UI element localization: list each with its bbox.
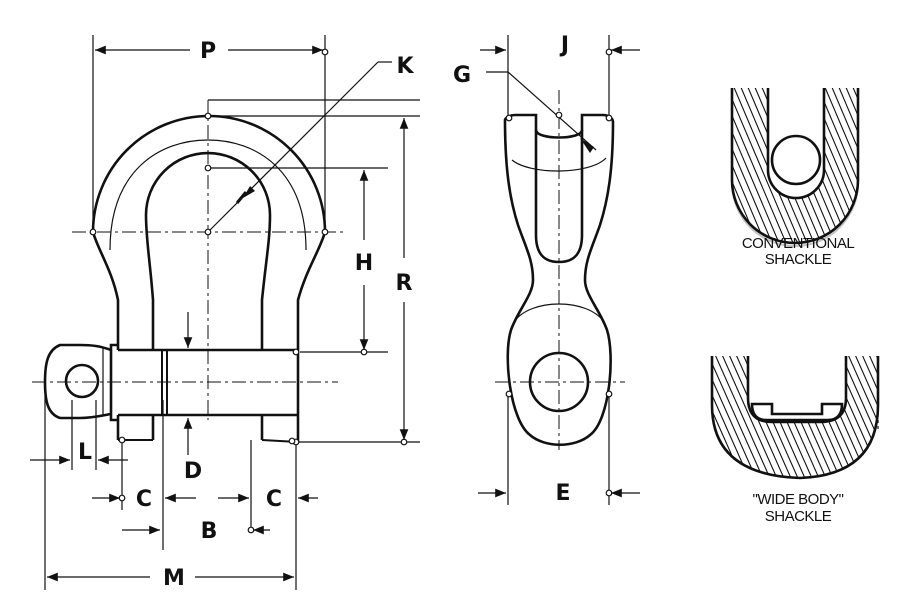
rope-hatch-line [629, 350, 689, 485]
rope-hatch-line [732, 88, 783, 243]
rope-hatch-line [895, 350, 900, 485]
dimension-labels: P K J G H R L D C C B M E [78, 33, 571, 591]
label-p: P [200, 39, 216, 64]
rope-hatch-line [844, 88, 858, 243]
rope-hatch-line [852, 356, 878, 478]
rope-hatch-line [845, 356, 878, 478]
rope-hatch-line [719, 356, 781, 478]
rope-hatch-line [881, 350, 900, 485]
rope-hatch-line [622, 350, 682, 485]
rope-hatch-line [837, 88, 858, 243]
rope-hatch-line [732, 88, 797, 243]
rope-hatch-line [732, 88, 790, 243]
side-view [486, 35, 625, 505]
front-view [32, 35, 420, 590]
label-c-right: C [266, 487, 282, 512]
rope-hatch-line [642, 85, 712, 250]
rope-hatch-line [615, 350, 675, 485]
rope-hatch-line [712, 356, 760, 478]
rope-hatch-line [859, 356, 878, 478]
section-captions: CONVENTIONAL SHACKLE "WIDE BODY" SHACKLE [742, 235, 855, 525]
front-dimensions [30, 45, 409, 582]
caption-wide-body-line2: SHACKLE [765, 508, 832, 525]
label-l: L [78, 440, 92, 465]
label-r: R [396, 271, 413, 296]
rope-hatch-line [732, 88, 776, 243]
conventional-shackle-section [607, 85, 900, 250]
label-b: B [201, 519, 218, 544]
rope-hatch-line [816, 88, 858, 243]
rope-hatch-line [656, 85, 726, 250]
rope-hatch-line [614, 85, 684, 250]
label-j: J [559, 33, 569, 58]
rope-hatch-line [636, 350, 696, 485]
label-e: E [555, 481, 570, 506]
rope-hatch-line [880, 85, 900, 250]
rope-hatch-line [732, 88, 734, 243]
label-c-left: C [136, 487, 152, 512]
caption-conventional-line2: SHACKLE [765, 251, 832, 268]
rope-hatch-line [649, 85, 719, 250]
rope-hatch-line [635, 85, 705, 250]
label-d: D [184, 459, 202, 484]
rope-hatch-line [712, 356, 718, 478]
rope-hatch-line [838, 356, 878, 478]
rope-hatch-line [888, 350, 900, 485]
rope-hatch-line [859, 85, 900, 250]
rope-hatch-line [830, 88, 858, 243]
side-dimensions [478, 45, 640, 498]
rope-hatch-line [823, 88, 858, 243]
rope-hatch-line [643, 350, 703, 485]
label-m: M [163, 566, 185, 591]
rope-hatch-line [712, 356, 774, 478]
label-h: H [355, 251, 373, 276]
rope-hatch-line [873, 85, 900, 250]
rope-hatch-line [607, 85, 677, 250]
rope-hatch-line [887, 85, 900, 250]
rope-hatch-line [894, 85, 900, 250]
caption-wide-body-line1: "WIDE BODY" [753, 491, 844, 508]
rope-hatch-line [628, 85, 698, 250]
wide-body-shackle-section [587, 350, 900, 485]
rope-hatch-line [587, 350, 647, 485]
rope-hatch-line [866, 356, 878, 478]
rope-hatch-line [732, 88, 741, 243]
caption-conventional-line1: CONVENTIONAL [742, 235, 855, 252]
label-k: K [396, 54, 414, 79]
rope-hatch-line [866, 85, 900, 250]
rope-hatch-line [712, 356, 767, 478]
rope-hatch-line [608, 350, 668, 485]
label-g: G [453, 63, 471, 88]
rope-hatch-line [621, 85, 691, 250]
rope-hatch-line [650, 350, 710, 485]
